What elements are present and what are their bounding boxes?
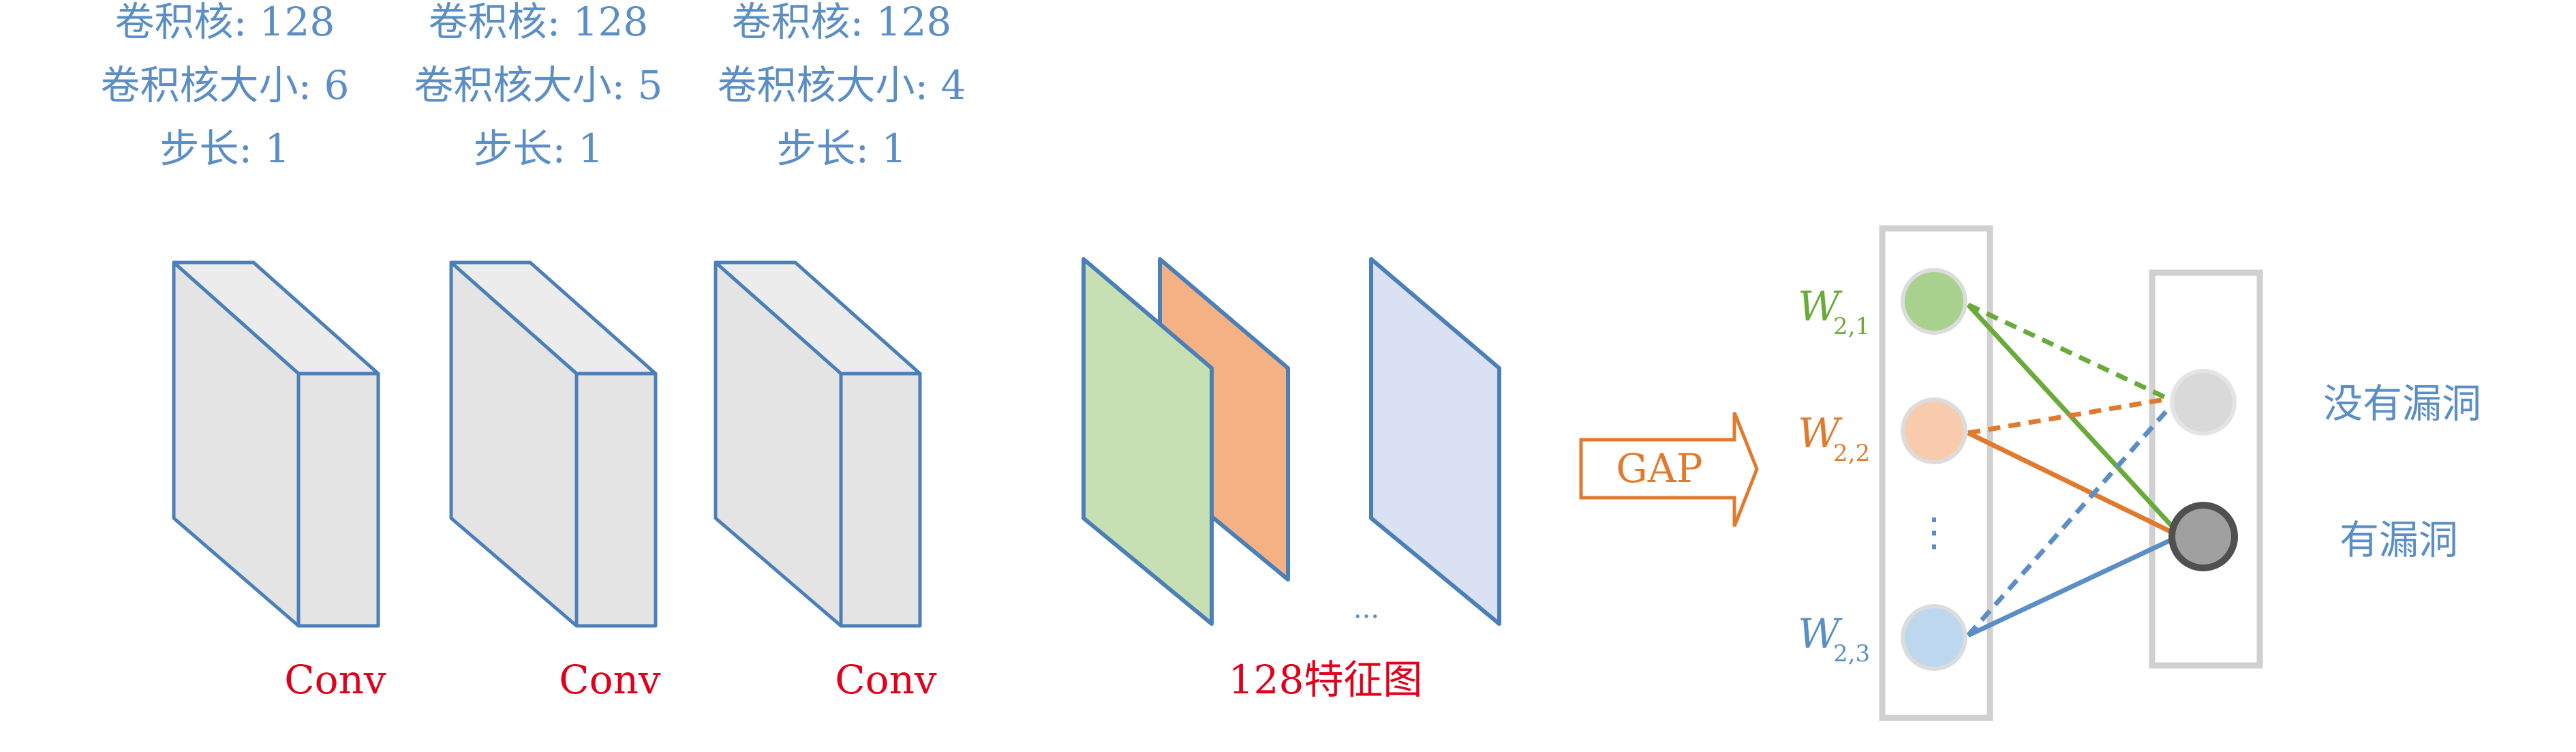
input-nodes-box <box>1879 225 1993 721</box>
conv-label-3: Conv <box>835 657 937 703</box>
weight-w21-sub: 2,1 <box>1833 313 1870 340</box>
feature-maps-ellipsis: ··· <box>1353 601 1379 633</box>
feature-maps <box>1082 257 1501 626</box>
layer-params-3: 卷积核: 128 卷积核大小: 4 步长: 1 <box>718 0 966 172</box>
node-w21 <box>1901 268 1967 335</box>
layer-2-kernel-size: 卷积核大小: 5 <box>414 62 663 108</box>
conv-label-2: Conv <box>559 657 661 703</box>
layer-1-kernel-size: 卷积核大小: 6 <box>101 62 350 108</box>
input-nodes-vdots: ⋮ <box>1914 509 1954 555</box>
feature-maps-label: 128特征图 <box>1229 657 1423 703</box>
layer-3-kernel-size: 卷积核大小: 4 <box>718 62 966 108</box>
layer-1-stride: 步长: 1 <box>160 125 290 172</box>
node-w22 <box>1901 397 1967 464</box>
layer-2-stride: 步长: 1 <box>474 125 604 172</box>
output-label-no-vulnerability: 没有漏洞 <box>2323 380 2481 427</box>
edge-w21-no-vuln <box>1967 302 2170 402</box>
gap-arrow: GAP <box>1579 412 1759 527</box>
edge-w22-vuln <box>1967 430 2175 536</box>
layer-params-1: 卷积核: 128 卷积核大小: 6 步长: 1 <box>101 0 350 172</box>
edge-w23-vuln <box>1967 536 2175 638</box>
weight-w23-main: W <box>1798 610 1843 658</box>
input-nodes <box>1901 268 1967 671</box>
feature-map-blue <box>1369 257 1501 626</box>
conv-block-2 <box>449 260 658 628</box>
weight-label-w21: W 2,1 <box>1798 283 1870 340</box>
weight-w21-main: W <box>1798 283 1843 331</box>
conv-block-3 <box>714 260 922 628</box>
weight-label-w23: W 2,3 <box>1798 610 1870 667</box>
layer-2-filters: 卷积核: 128 <box>429 0 649 45</box>
gap-label: GAP <box>1616 445 1702 492</box>
node-no-vulnerability <box>2170 369 2237 436</box>
node-w23 <box>1901 604 1967 671</box>
layer-3-stride: 步长: 1 <box>777 125 907 172</box>
conv-labels: Conv Conv Conv <box>284 657 937 703</box>
gap-arrow-shape <box>1579 412 1759 527</box>
output-label-vulnerability: 有漏洞 <box>2340 517 2458 563</box>
weight-w23-sub: 2,3 <box>1833 640 1870 667</box>
weight-w22-sub: 2,2 <box>1833 440 1870 467</box>
weight-w22-main: W <box>1798 410 1843 457</box>
feature-map-green <box>1082 257 1214 626</box>
output-nodes-box <box>2149 269 2263 669</box>
connections <box>1966 302 2176 638</box>
layer-3-filters: 卷积核: 128 <box>732 0 952 45</box>
edge-w23-no-vuln <box>1966 404 2173 637</box>
output-nodes <box>2168 369 2238 571</box>
weight-label-w22: W 2,2 <box>1798 410 1870 467</box>
layer-1-filters: 卷积核: 128 <box>115 0 335 45</box>
conv-label-1: Conv <box>284 657 386 703</box>
layer-params-2: 卷积核: 128 卷积核大小: 5 步长: 1 <box>414 0 663 172</box>
conv-block-1 <box>172 260 380 628</box>
edge-w22-no-vuln <box>1967 396 2169 436</box>
node-vulnerability <box>2168 502 2238 571</box>
